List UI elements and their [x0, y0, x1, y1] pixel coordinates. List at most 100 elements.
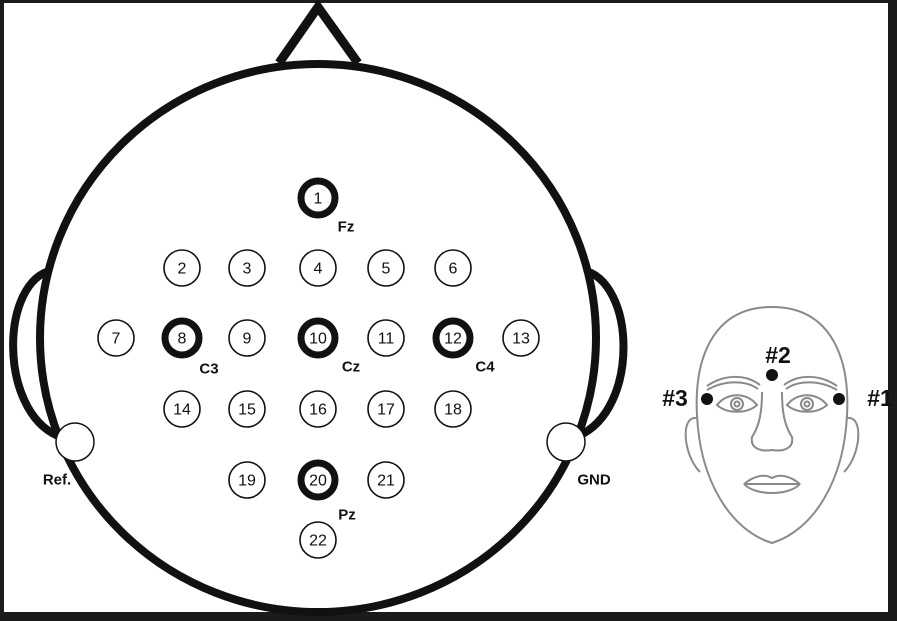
electrode-1: 1 [297, 177, 339, 219]
electrode-number: 3 [243, 261, 252, 278]
electrode-6: 6 [434, 249, 472, 287]
electrode-16: 16 [299, 390, 337, 428]
reference-electrode [55, 422, 95, 462]
electrode-circle [367, 249, 405, 287]
electrode-22: 22 [299, 521, 337, 559]
electrode-circle [297, 317, 339, 359]
left-ear [9, 266, 62, 440]
upper-lip [743, 474, 801, 485]
electrode-number: 22 [309, 533, 327, 550]
left-eyebrow-lower [706, 381, 759, 391]
face-nose [750, 391, 794, 452]
face-illustration [684, 305, 860, 545]
site-label-cz: Cz [342, 359, 360, 376]
electrode-circle [297, 459, 339, 501]
nose-marker [275, 0, 362, 66]
face-outline [695, 305, 849, 545]
electrode-circle [367, 390, 405, 428]
electrode-18: 18 [434, 390, 472, 428]
electrode-number: 16 [309, 402, 327, 419]
right-ear [574, 266, 628, 440]
electrode-circle [228, 390, 266, 428]
reference-label: Ref. [43, 472, 71, 489]
electrode-circle [367, 461, 405, 499]
site-label-pz: Pz [338, 507, 356, 524]
electrode-14: 14 [163, 390, 201, 428]
electrode-circle [299, 521, 337, 559]
electrode-circle [299, 249, 337, 287]
electrode-number: 8 [178, 331, 187, 348]
face-electrode-3-label: #3 [662, 385, 688, 411]
electrode-circle [228, 249, 266, 287]
right-eye [785, 394, 829, 413]
electrode-number: 10 [309, 331, 327, 348]
site-label-c4: C4 [475, 359, 495, 376]
electrode-circle [163, 390, 201, 428]
electrode-13: 13 [502, 319, 540, 357]
left-eye [715, 394, 759, 413]
electrode-circle [297, 177, 339, 219]
electrode-number: 17 [377, 402, 395, 419]
electrode-circle [97, 319, 135, 357]
electrode-number: 2 [178, 261, 187, 278]
electrode-circle [163, 249, 201, 287]
electrode-4: 4 [299, 249, 337, 287]
face-electrode-2-label: #2 [765, 342, 791, 368]
electrode-5: 5 [367, 249, 405, 287]
face-electrode-1 [833, 393, 845, 405]
electrode-number: 19 [238, 473, 256, 490]
electrode-number: 20 [309, 473, 327, 490]
right-pupil [803, 400, 811, 408]
electrode-7: 7 [97, 319, 135, 357]
electrode-number: 14 [173, 402, 191, 419]
electrode-number: 15 [238, 402, 256, 419]
electrode-12: 12 [432, 317, 474, 359]
electrode-11: 11 [367, 319, 405, 357]
electrode-circle [434, 390, 472, 428]
electrode-circle [161, 317, 203, 359]
electrode-circle [228, 319, 266, 357]
electrode-9: 9 [228, 319, 266, 357]
electrode-3: 3 [228, 249, 266, 287]
right-eyebrow [783, 375, 838, 387]
face-electrode-1-label: #1 [867, 385, 893, 411]
left-iris [730, 397, 744, 411]
electrode-number: 13 [512, 331, 530, 348]
electrode-number: 6 [449, 261, 458, 278]
face-electrode-3 [701, 393, 713, 405]
electrode-number: 9 [243, 331, 252, 348]
site-label-c3: C3 [199, 361, 218, 378]
face-right-ear [843, 416, 860, 473]
electrode-number: 5 [382, 261, 391, 278]
electrode-number: 4 [314, 261, 323, 278]
electrode-circle [502, 319, 540, 357]
right-eyebrow-lower [785, 381, 838, 391]
electrode-circle [432, 317, 474, 359]
ground-electrode [546, 422, 586, 462]
electrode-15: 15 [228, 390, 266, 428]
left-eyebrow [706, 375, 761, 387]
electrode-10: 10 [297, 317, 339, 359]
electrode-circle [299, 390, 337, 428]
electrode-number: 12 [444, 331, 462, 348]
electrode-number: 11 [378, 331, 395, 348]
electrode-19: 19 [228, 461, 266, 499]
electrode-number: 18 [444, 402, 462, 419]
electrode-number: 7 [112, 331, 121, 348]
lower-lip [743, 483, 801, 494]
electrode-circle [434, 249, 472, 287]
site-label-fz: Fz [338, 219, 355, 236]
electrode-20: 20 [297, 459, 339, 501]
electrode-17: 17 [367, 390, 405, 428]
right-iris [800, 397, 814, 411]
left-pupil [733, 400, 741, 408]
electrode-number: 1 [314, 191, 323, 208]
electrode-number: 21 [377, 473, 395, 490]
electrode-8: 8 [161, 317, 203, 359]
face-electrode-2 [766, 369, 778, 381]
electrode-21: 21 [367, 461, 405, 499]
face-left-ear [684, 416, 701, 473]
